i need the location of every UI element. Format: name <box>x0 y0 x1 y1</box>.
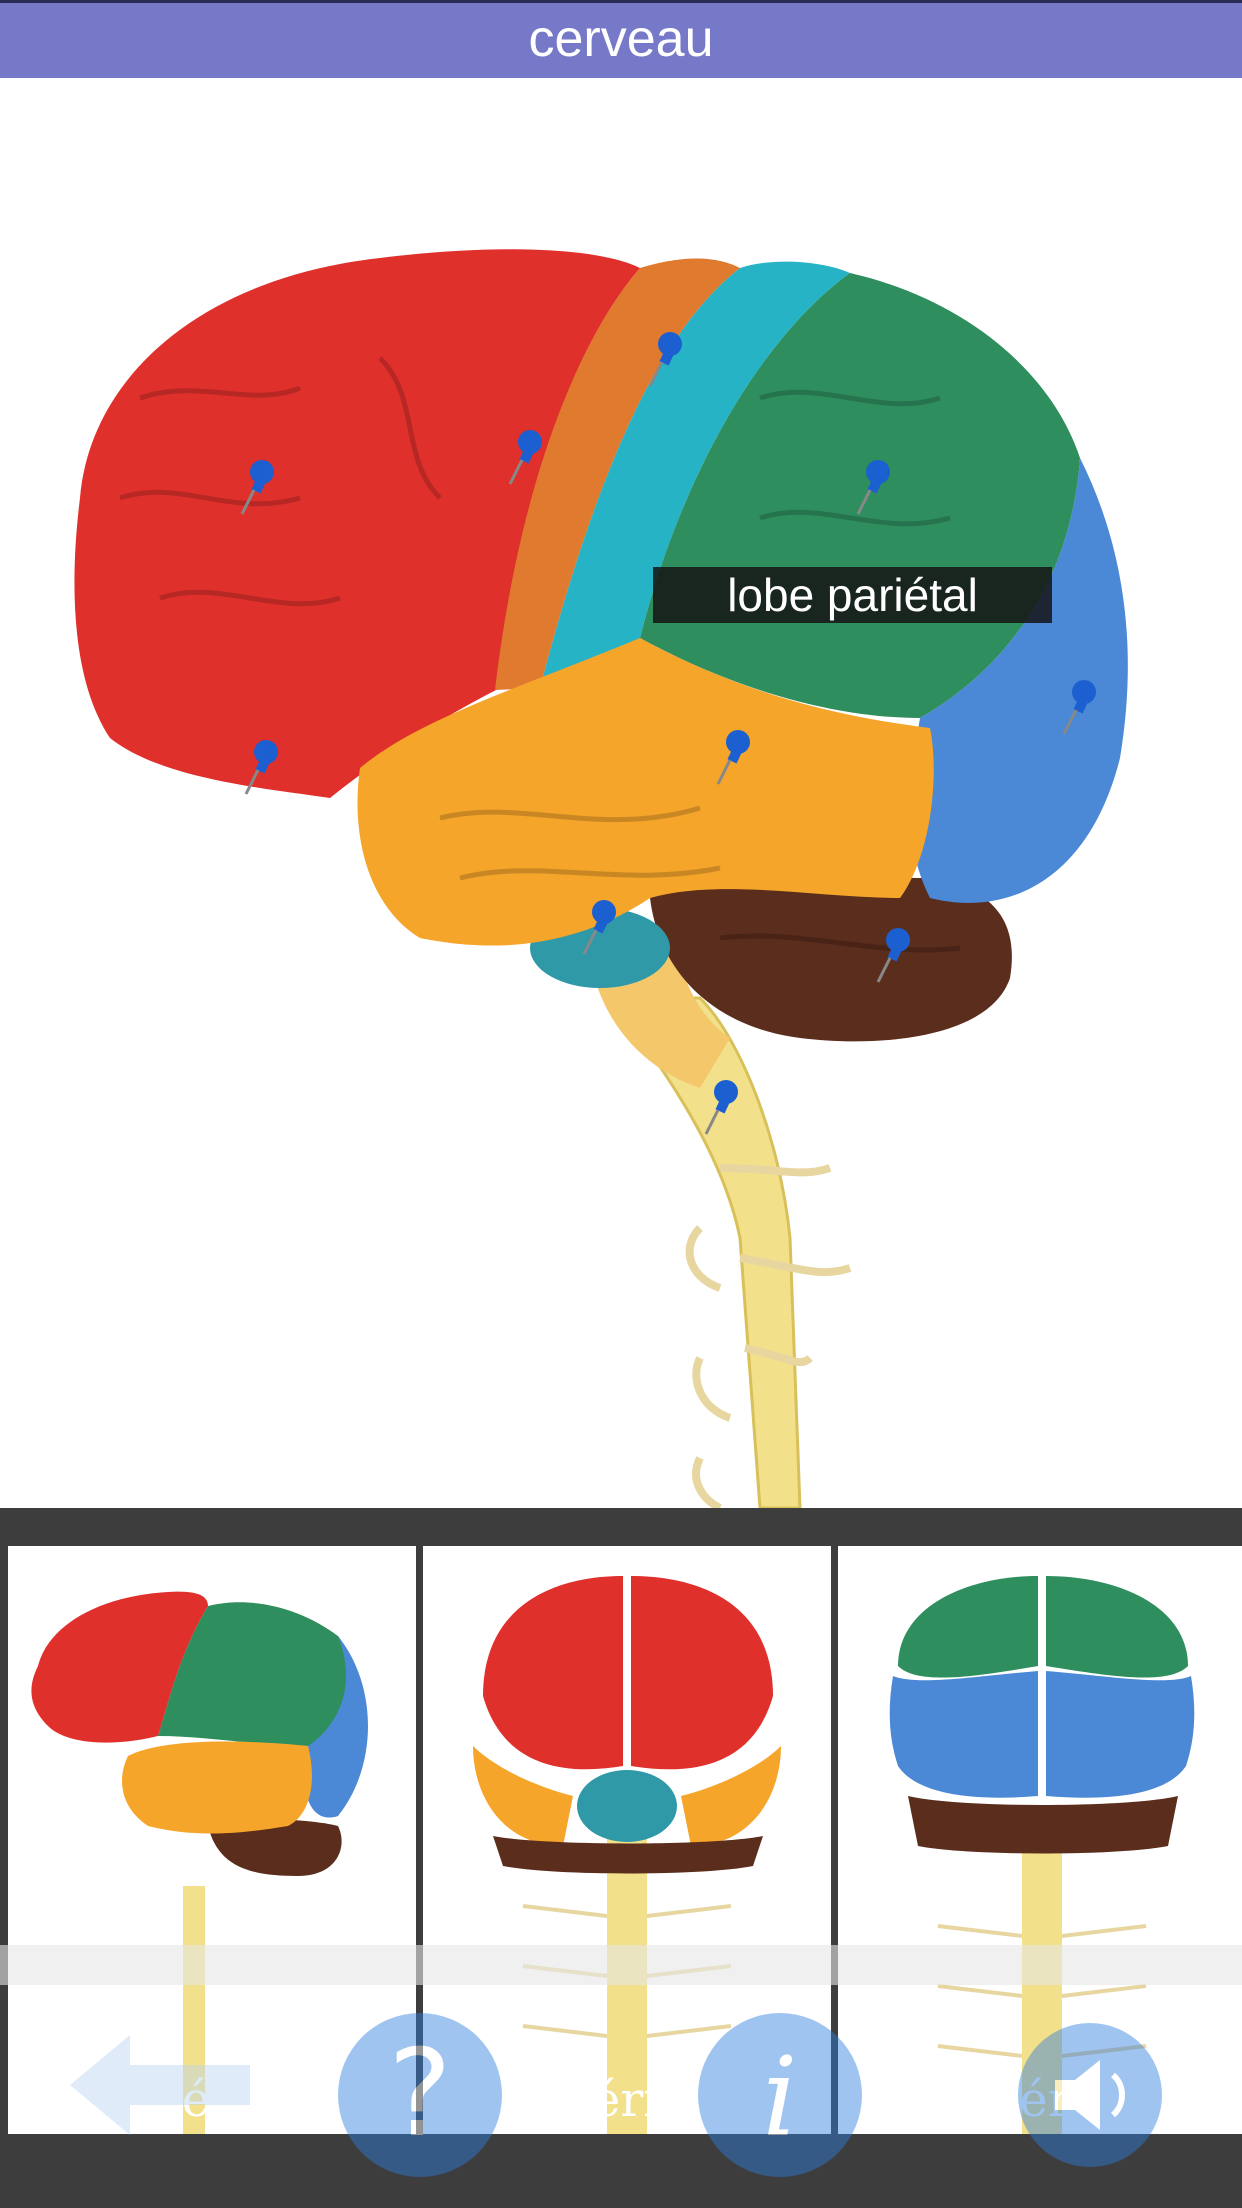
pushpin-icon[interactable] <box>578 898 618 958</box>
title-bar: cerveau <box>0 0 1242 78</box>
svg-text:i: i <box>762 2033 797 2161</box>
view-label-posterior: postérieur <box>838 2066 1242 2134</box>
title-bar-border <box>0 0 1242 3</box>
pushpin-icon[interactable] <box>700 1078 740 1138</box>
help-icon[interactable]: ? <box>335 2010 505 2180</box>
pushpin-icon[interactable] <box>644 330 684 390</box>
brain-illustration[interactable] <box>0 78 1242 1508</box>
precentral-gyrus <box>495 258 740 690</box>
toolbar-ghost <box>0 1945 1242 1985</box>
pushpin-icon[interactable] <box>236 458 276 518</box>
brain-view[interactable]: lobe pariétal <box>0 78 1242 1508</box>
back-arrow-icon[interactable] <box>60 2025 260 2145</box>
gyri-lines <box>119 356 961 953</box>
view-thumbnail-lateral[interactable]: latérale <box>8 1546 416 2134</box>
pushpin-icon[interactable] <box>1058 678 1098 738</box>
pushpin-icon[interactable] <box>712 728 752 788</box>
view-label-anterior: antérieur <box>513 2072 741 2128</box>
temporal-lobe <box>357 638 934 946</box>
view-thumbnail-posterior[interactable]: postérieur <box>838 1546 1242 2134</box>
sound-icon[interactable] <box>1015 2020 1165 2170</box>
pushpin-icon[interactable] <box>852 458 892 518</box>
view-label-lateral: latérale <box>8 2066 416 2134</box>
page-title: cerveau <box>528 10 714 68</box>
spinal-nerves <box>685 1164 852 1508</box>
pushpin-icon[interactable] <box>504 428 544 488</box>
posterior-nerves <box>937 1924 1147 2058</box>
info-icon[interactable]: i <box>695 2010 865 2180</box>
view-selector-tray: latérale antérieur <box>0 1508 1242 2208</box>
selected-region-label: lobe pariétal <box>653 567 1052 623</box>
postcentral-gyrus <box>540 261 850 688</box>
svg-text:?: ? <box>388 2025 452 2164</box>
cerebellum <box>650 876 1012 1042</box>
frontal-lobe <box>74 249 640 799</box>
occipital-lobe <box>910 458 1128 903</box>
view-thumbnail-anterior[interactable]: antérieur <box>423 1546 831 2134</box>
posterior-brain-thumbnail <box>889 1576 1195 2134</box>
pushpin-icon[interactable] <box>872 926 912 986</box>
pushpin-icon[interactable] <box>240 738 280 798</box>
